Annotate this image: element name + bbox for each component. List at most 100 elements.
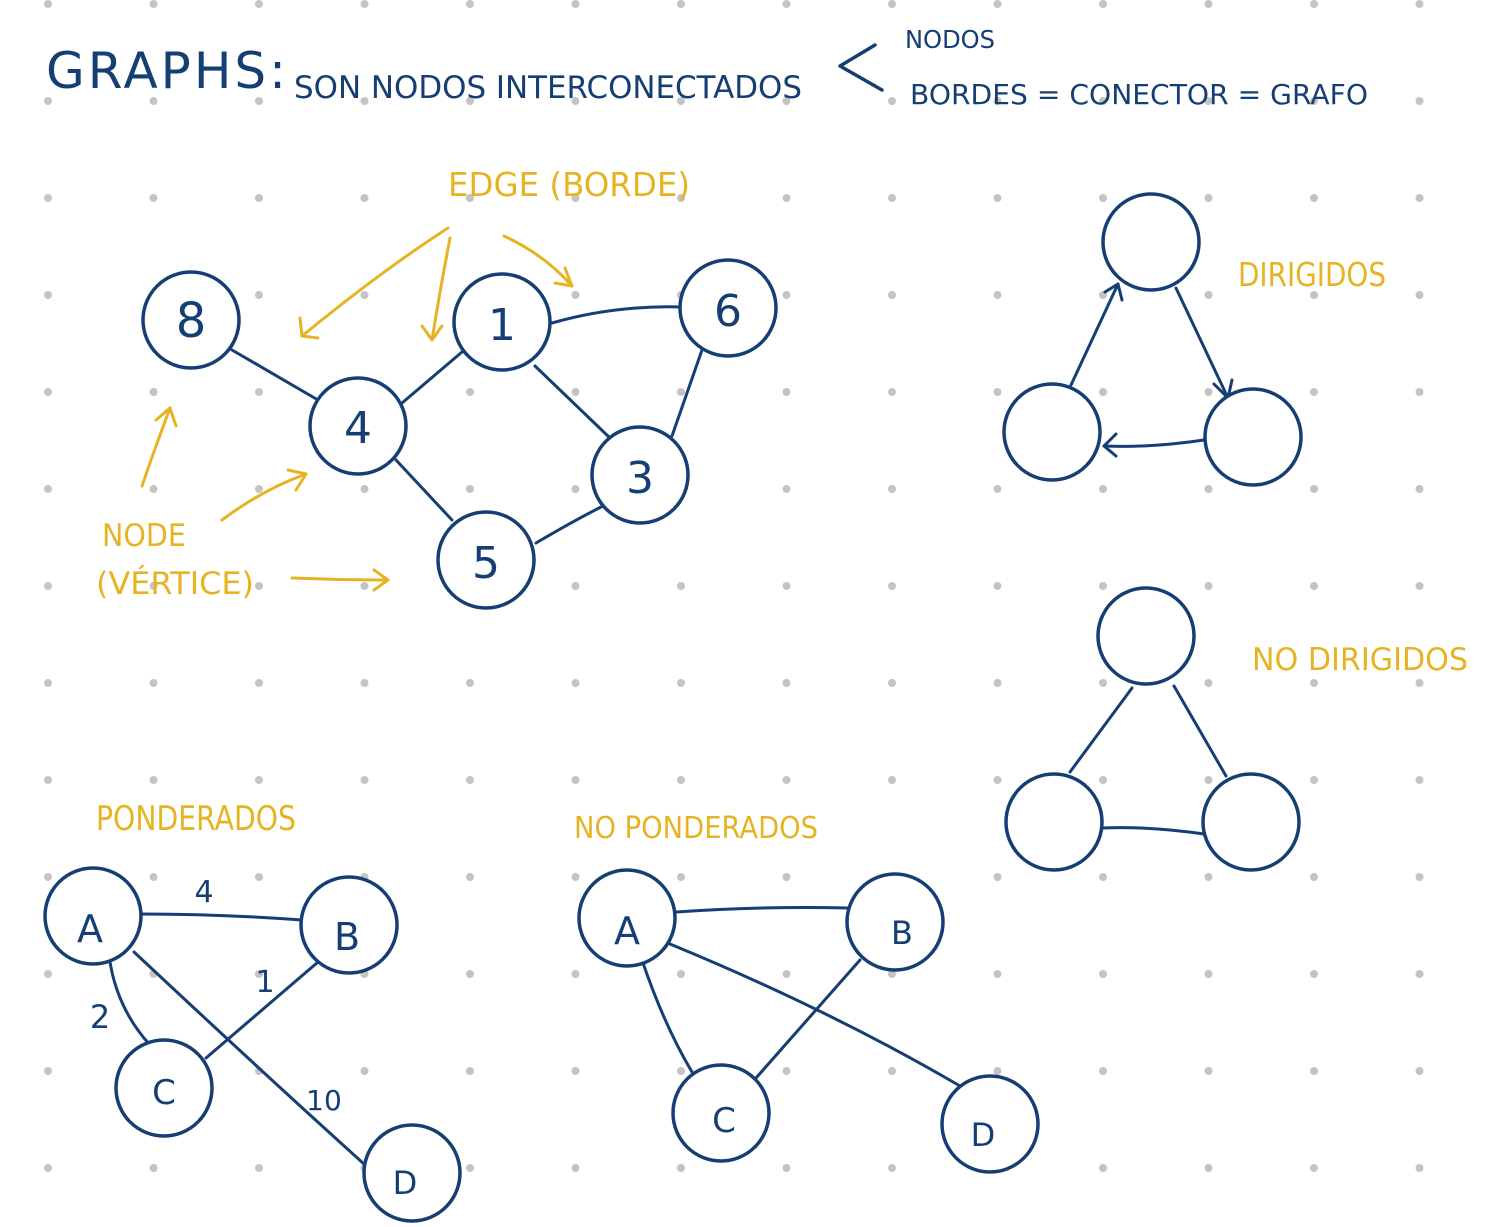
grid-dot: [571, 0, 580, 8]
grid-dot: [466, 97, 474, 105]
grid-dot: [466, 776, 474, 784]
grid-dot: [1204, 0, 1213, 8]
edge-b-c: [754, 958, 862, 1080]
grid-dot: [1310, 582, 1318, 590]
edge-a-d: [132, 950, 366, 1166]
grid-dot: [360, 291, 369, 299]
grid-dot: [571, 970, 580, 978]
grid-dot: [1415, 873, 1424, 881]
grid-dot: [255, 970, 263, 978]
node-label: D: [393, 1164, 418, 1202]
graph-node: C: [114, 1038, 214, 1138]
node-label: A: [77, 907, 103, 951]
grid-dot: [1415, 291, 1424, 299]
weight-ab: 4: [194, 875, 213, 910]
grid-dot: [782, 873, 791, 881]
grid-dot: [1415, 97, 1424, 105]
grid-dot: [993, 582, 1002, 590]
grid-dot: [1415, 970, 1424, 978]
grid-dot: [677, 970, 685, 978]
grid-dot: [44, 388, 52, 396]
graph-node: C: [671, 1063, 771, 1163]
grid-dot: [255, 0, 263, 8]
node-label: 8: [176, 293, 207, 349]
grid-dot: [1415, 0, 1424, 8]
edge-label: EDGE (BORDE): [448, 165, 690, 204]
grid-dot: [360, 0, 369, 8]
grid-dot: [1415, 194, 1424, 202]
node-label: 5: [472, 538, 500, 589]
arrowhead: [420, 324, 444, 342]
grid-dot: [1099, 776, 1107, 784]
grid-dot: [1310, 291, 1318, 299]
grid-dot: [360, 97, 369, 105]
grid-dot: [888, 582, 896, 590]
edge-b-c: [204, 960, 320, 1060]
grid-dot: [993, 970, 1002, 978]
grid-dot: [677, 97, 685, 105]
edge-4-5: [394, 458, 454, 522]
grid-dot: [44, 1067, 52, 1075]
unweighted-graph: NO PONDERADOS A B C D: [574, 811, 1040, 1174]
node-annotation: NODE (VÉRTICE): [96, 406, 390, 602]
grid-dot: [1099, 582, 1107, 590]
grid-dot: [360, 776, 369, 784]
grid-dot: [1204, 873, 1213, 881]
grid-dot: [149, 388, 158, 396]
grid-dot: [677, 776, 685, 784]
grid-dot: [149, 194, 158, 202]
weight-ad: 10: [306, 1084, 342, 1117]
grid-dot: [1204, 485, 1213, 493]
grid-dot: [360, 485, 369, 493]
grid-dot: [677, 388, 685, 396]
vertice-word: (VÉRTICE): [96, 566, 254, 602]
grid-dot: [44, 970, 52, 978]
undirected-edge: [1172, 684, 1228, 778]
grid-dot: [44, 679, 52, 687]
node-label: B: [334, 915, 360, 959]
grid-dot: [255, 1164, 263, 1172]
grid-dot: [1099, 485, 1107, 493]
edge-a-d: [668, 942, 962, 1088]
arrowhead: [154, 406, 178, 428]
main-graph-nodes: 8 4 1 6 3 5: [141, 258, 778, 610]
grid-dot: [993, 97, 1002, 105]
graph-node: 4: [308, 376, 408, 476]
undirected-edge: [1068, 686, 1134, 774]
weighted-label: PONDERADOS: [96, 799, 296, 839]
node-arrow: [220, 472, 308, 522]
header-bordes: BORDES = CONECTOR = GRAFO: [910, 78, 1368, 111]
grid-dot: [255, 388, 263, 396]
grid-dot: [888, 1164, 896, 1172]
grid-dot: [1310, 485, 1318, 493]
grid-dot: [149, 1164, 158, 1172]
grid-dot: [1099, 679, 1107, 687]
edge-a-c: [640, 958, 694, 1074]
grid-dot: [44, 291, 52, 299]
grid-dot: [782, 194, 791, 202]
grid-dot: [1099, 1164, 1107, 1172]
edge-arrow: [430, 236, 452, 342]
grid-dot: [360, 582, 369, 590]
grid-dot: [782, 582, 791, 590]
edge-annotation: EDGE (BORDE): [298, 165, 690, 342]
grid-dot: [571, 485, 580, 493]
grid-dot: [1415, 582, 1424, 590]
grid-dot: [1204, 291, 1213, 299]
grid-dot: [149, 776, 158, 784]
grid-dot: [993, 388, 1002, 396]
grid-dot: [993, 0, 1002, 8]
grid-dot: [1310, 1067, 1318, 1075]
grid-dot: [571, 97, 580, 105]
grid-dot: [149, 582, 158, 590]
grid-dot: [44, 0, 52, 8]
grid-dot: [888, 194, 896, 202]
grid-dot: [888, 970, 896, 978]
directed-edge: [1102, 438, 1206, 448]
grid-dot: [1310, 97, 1318, 105]
grid-dot: [1310, 0, 1318, 8]
grid-dot: [1099, 0, 1107, 8]
grid-dot: [1204, 970, 1213, 978]
edge-1-3: [533, 364, 612, 440]
